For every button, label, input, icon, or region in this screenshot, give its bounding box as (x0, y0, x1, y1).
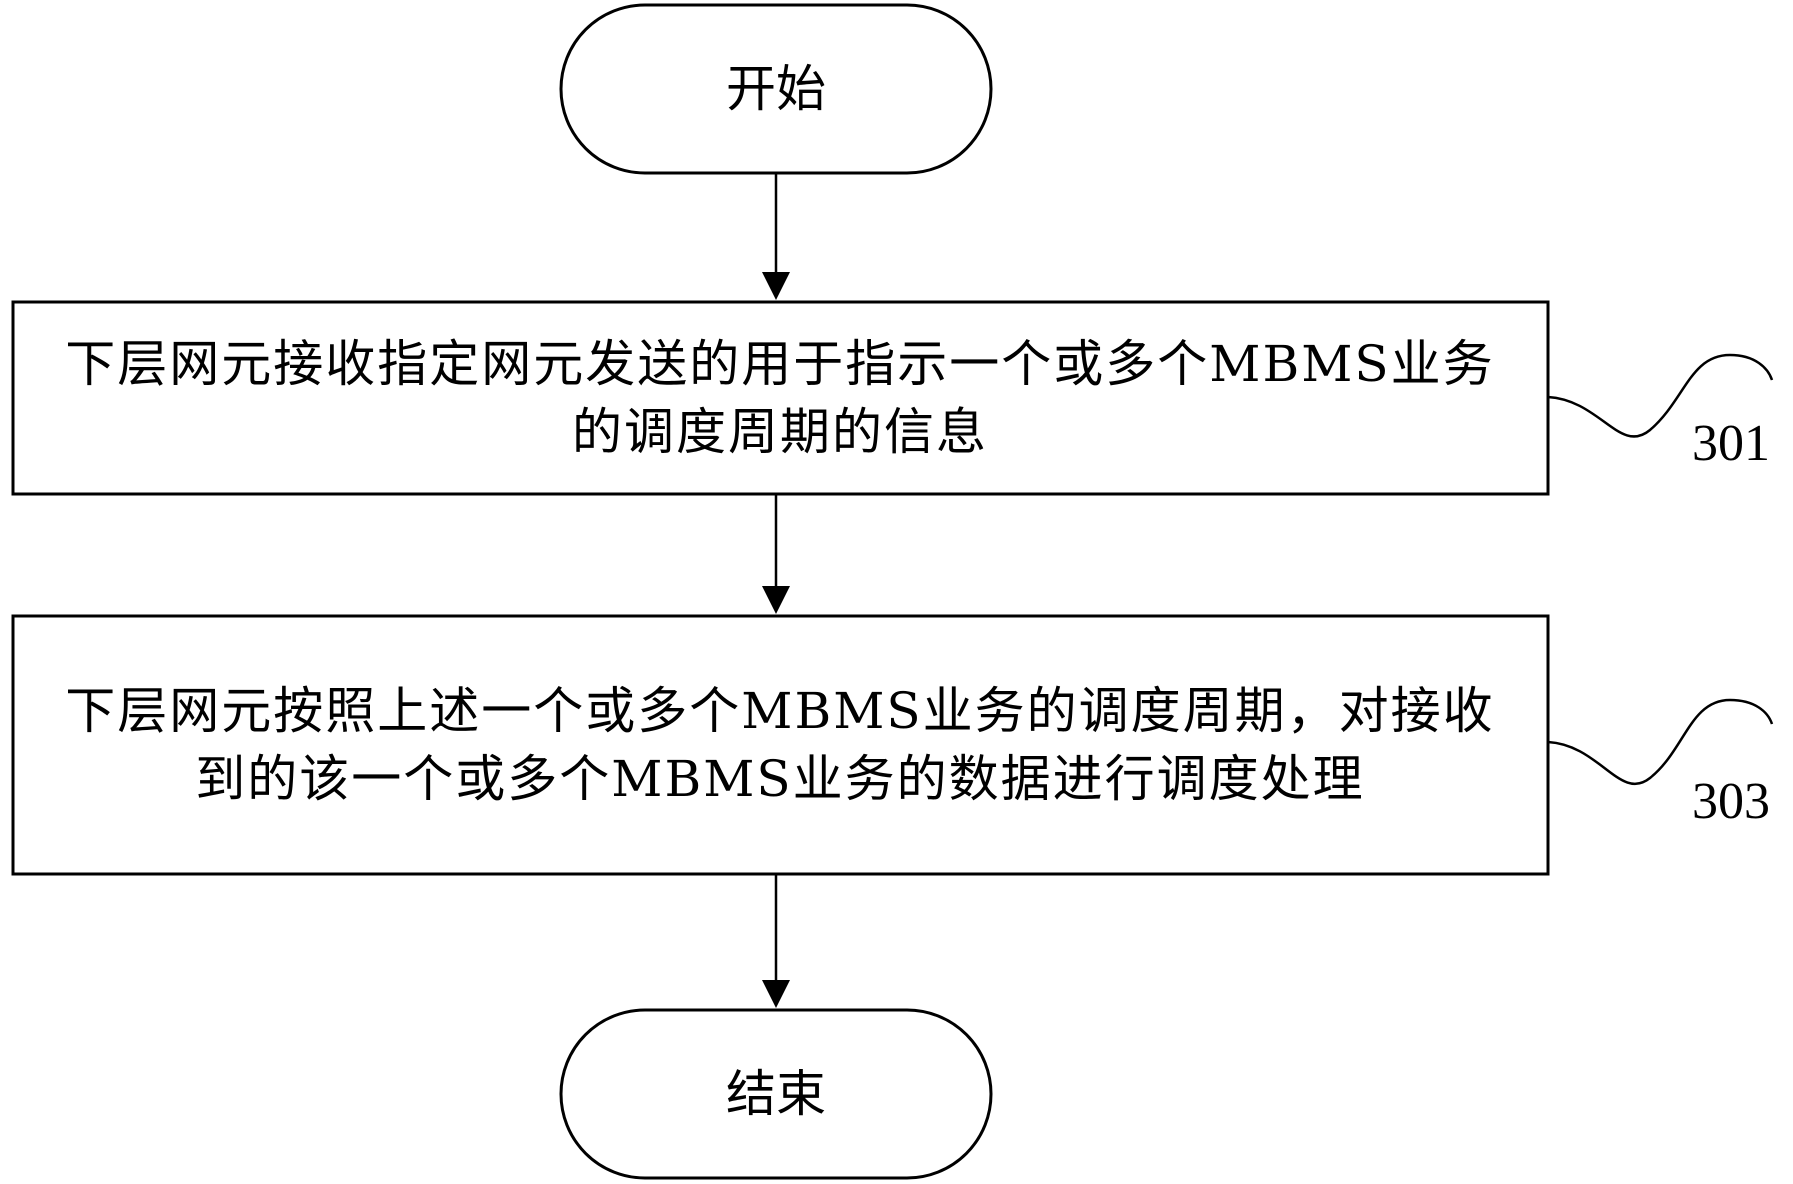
step-label-301: 301 (1692, 415, 1770, 472)
end-label: 结束 (726, 1065, 826, 1123)
leader-line-301 (1547, 353, 1774, 438)
step-label-303: 303 (1692, 773, 1770, 830)
arrow-start-to-301-head (762, 272, 790, 300)
arrow-303-to-end-head (762, 980, 790, 1008)
step-303-text: 下层网元按照上述一个或多个MBMS业务的调度周期，对接收到的该一个或多个MBMS… (65, 682, 1495, 808)
step-box-301 (11, 300, 1550, 496)
end-terminal (559, 1008, 993, 1180)
start-label: 开始 (726, 60, 826, 118)
step-box-303 (11, 614, 1550, 876)
leader-line-303 (1547, 698, 1774, 786)
step-301-text: 下层网元接收指定网元发送的用于指示一个或多个MBMS业务的调度周期的信息 (65, 335, 1495, 461)
arrow-301-to-303-head (762, 586, 790, 614)
